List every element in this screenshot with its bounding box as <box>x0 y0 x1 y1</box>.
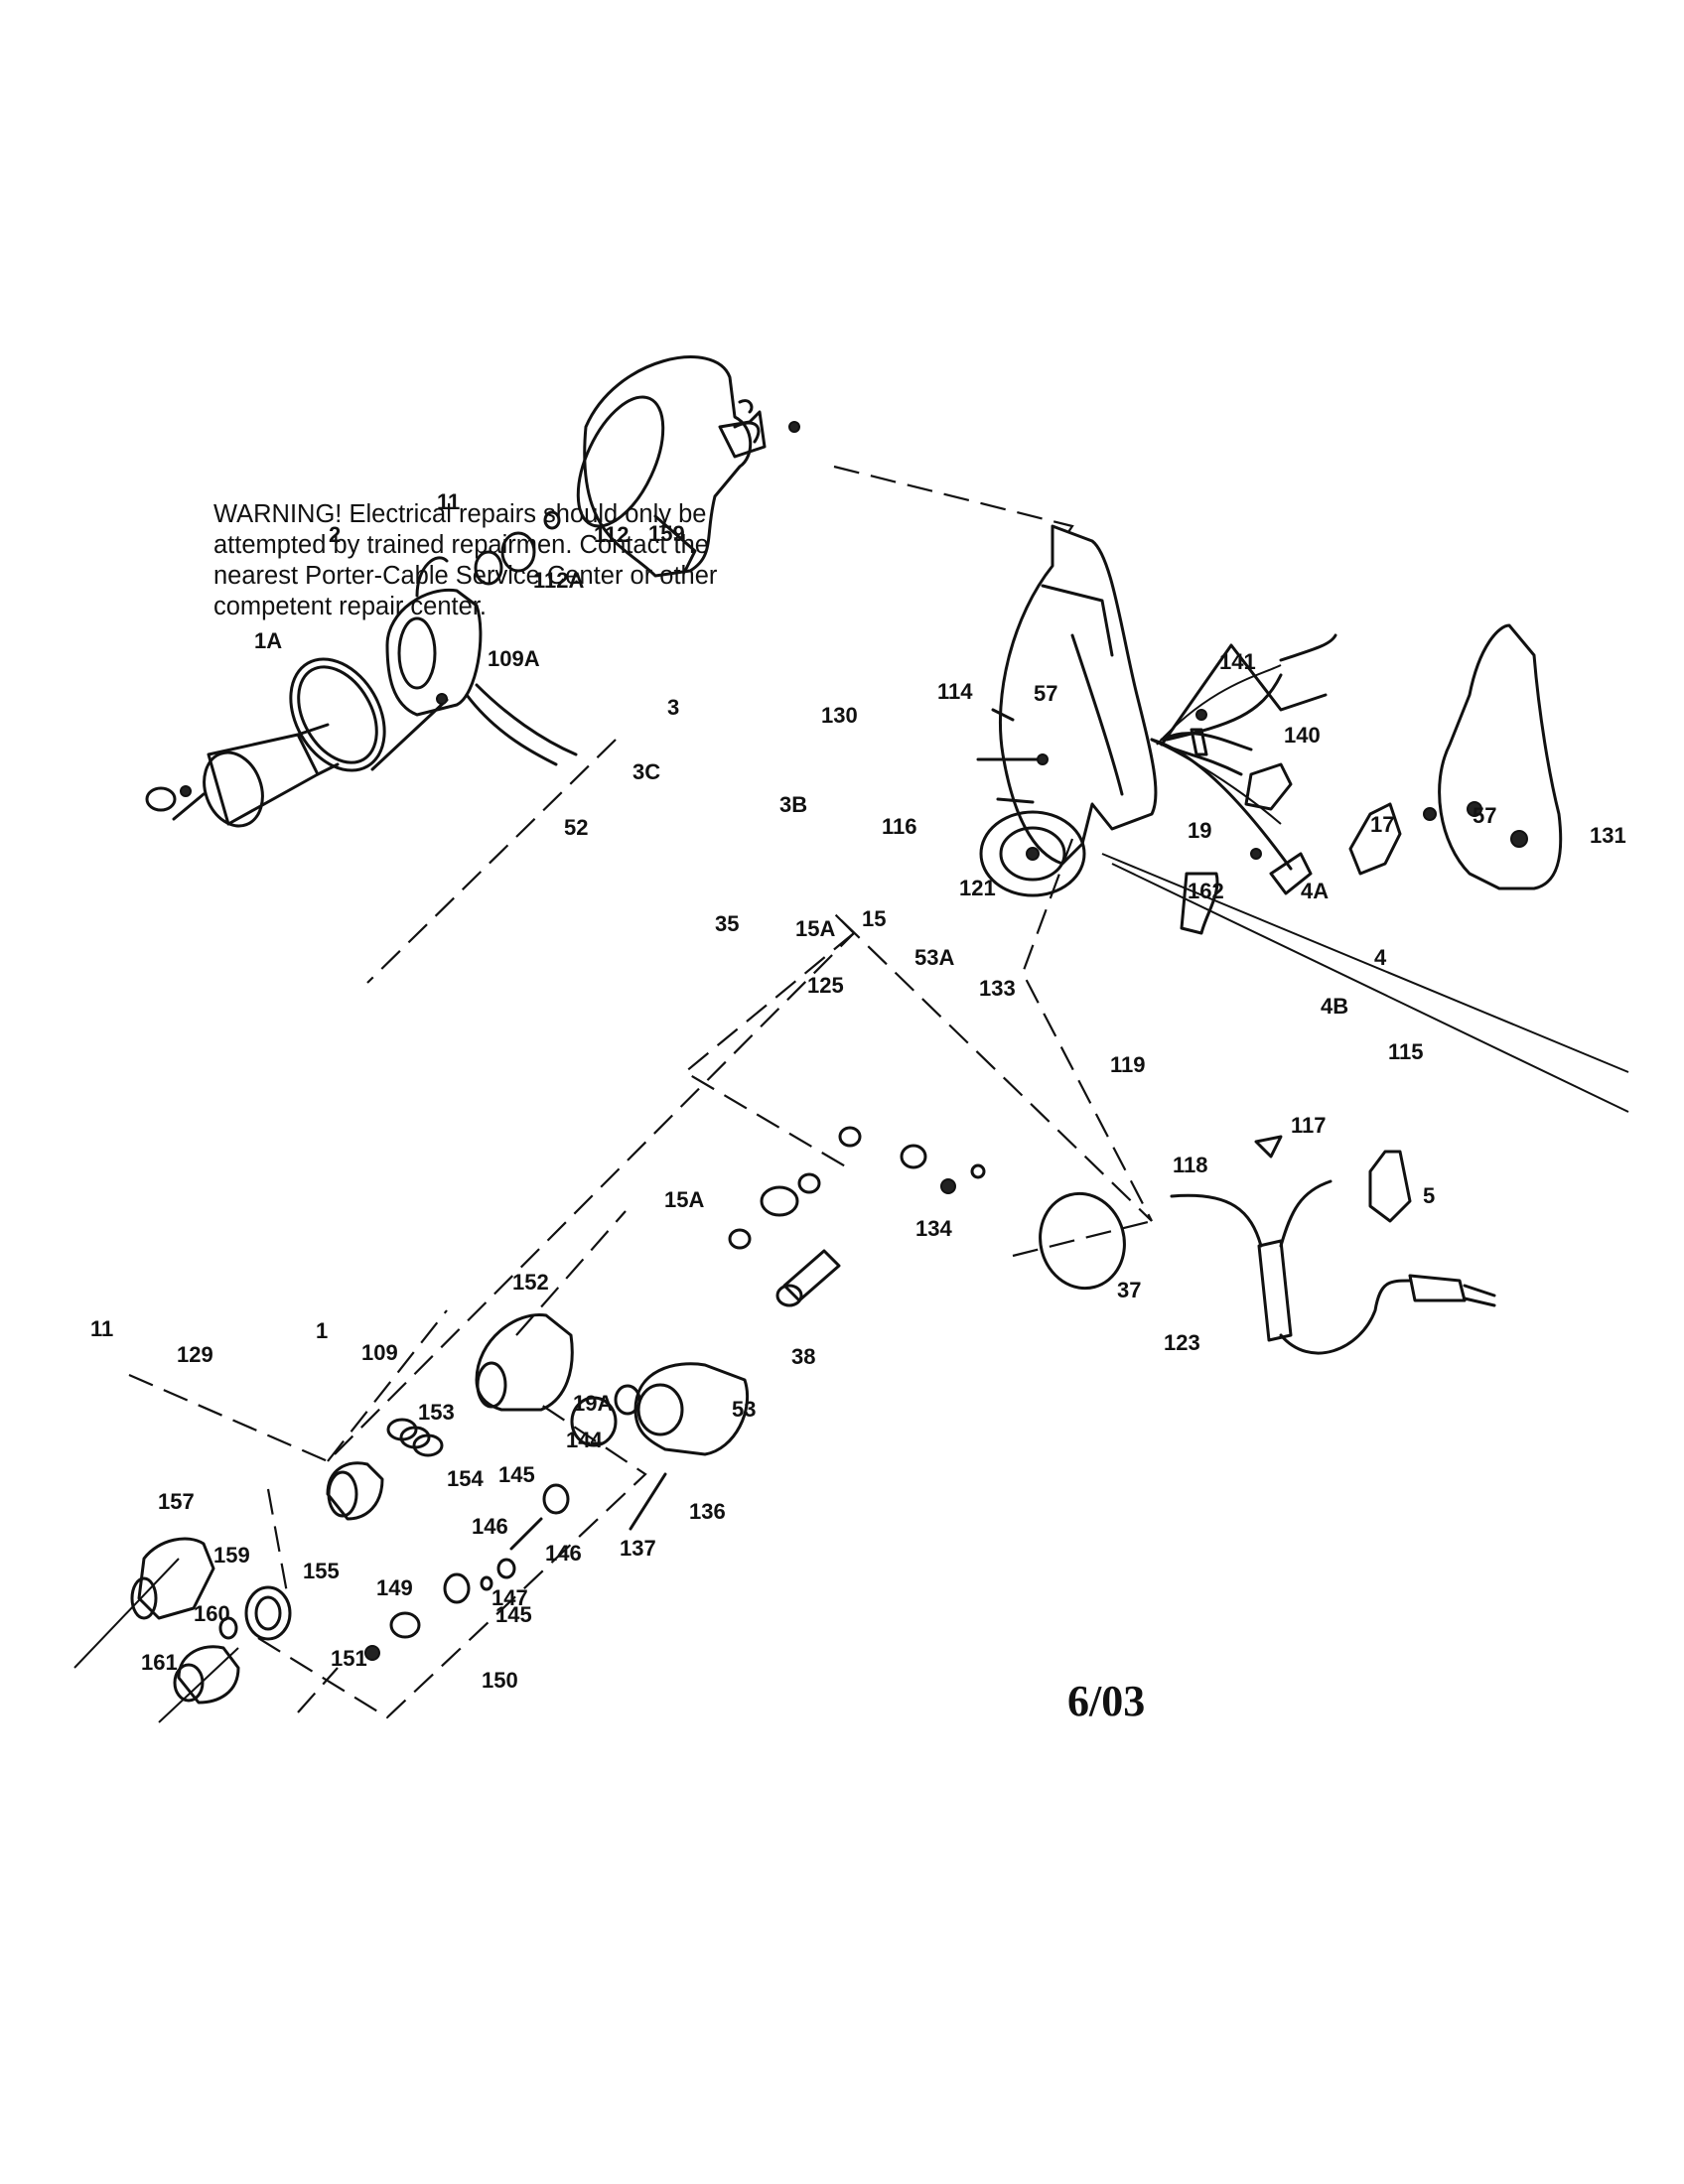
callout-label: 133 <box>979 976 1016 1001</box>
callout-label: 112 <box>594 522 630 547</box>
spring-154 <box>386 1418 444 1457</box>
callout-label: 129 <box>177 1342 213 1367</box>
callout-label: 153 <box>418 1400 455 1425</box>
callout-label: 15A <box>795 916 835 941</box>
callout-label: 140 <box>1284 723 1321 748</box>
callout-label: 4A <box>1301 879 1329 903</box>
callout-label: 145 <box>498 1462 535 1487</box>
collar-155 <box>326 1461 384 1521</box>
callout-label: 155 <box>303 1559 340 1583</box>
callout-label: 109 <box>361 1340 398 1365</box>
callout-label: 19 <box>1188 818 1211 843</box>
chuck-sleeve-157 <box>130 1537 215 1620</box>
callout-label: 136 <box>689 1499 726 1524</box>
callout-label: 119 <box>1110 1052 1146 1077</box>
callout-label: 160 <box>194 1601 230 1626</box>
callout-label: 3 <box>667 695 679 720</box>
callout-label: 57 <box>1034 681 1057 706</box>
gear-case-53 <box>570 1362 750 1456</box>
chuck-parts-159-161 <box>173 1585 292 1705</box>
callout-label: 117 <box>1291 1113 1327 1138</box>
brush-holder-3 <box>718 399 800 459</box>
callout-label: 11 <box>437 489 460 514</box>
callout-label: 53A <box>914 945 954 970</box>
callout-label: 4B <box>1321 994 1348 1019</box>
callout-label: 53 <box>732 1397 756 1422</box>
callout-label: 19A <box>573 1391 613 1416</box>
callout-label: 35 <box>715 911 739 936</box>
warning-notice: WARNING! Electrical repairs should only … <box>213 499 869 622</box>
callout-label: 112A <box>533 568 584 593</box>
callout-label: 161 <box>141 1650 178 1675</box>
callout-label: 159 <box>648 521 685 546</box>
callout-label: 121 <box>959 876 996 900</box>
assembly-guide-lines <box>73 465 1629 1723</box>
callout-label: 17 <box>1370 812 1394 837</box>
callout-label: 114 <box>937 679 973 704</box>
callout-label: 134 <box>915 1216 952 1241</box>
field-coil-2 <box>385 556 578 766</box>
callout-label: 137 <box>620 1536 656 1561</box>
callout-label: 157 <box>158 1489 195 1514</box>
callout-label: 141 <box>1219 649 1256 674</box>
callout-label: 3C <box>632 759 660 784</box>
callout-label: 154 <box>447 1466 484 1491</box>
armature-1 <box>172 723 340 828</box>
warning-line: nearest Porter-Cable Service Center or o… <box>213 562 718 590</box>
handle-housing-57-right <box>1438 623 1563 890</box>
screws-114-116-121 <box>976 708 1482 860</box>
clutch-housing-152 <box>475 1312 574 1412</box>
callout-label: 4 <box>1374 945 1387 970</box>
callout-label: 57 <box>1473 803 1496 828</box>
callout-label: 123 <box>1164 1330 1200 1355</box>
callout-label: 1 <box>316 1318 328 1343</box>
bearing-11-lower <box>145 785 192 812</box>
handle-housing-57-left <box>999 524 1158 866</box>
callout-label: 125 <box>807 973 844 998</box>
spindle-38 <box>775 1249 841 1307</box>
callout-label: 52 <box>564 815 588 840</box>
callout-label: 37 <box>1117 1278 1141 1302</box>
callout-label: 109A <box>488 646 540 671</box>
cord-and-plug <box>1150 732 1496 1355</box>
warning-line: competent repair center. <box>213 593 487 620</box>
callout-label: 11 <box>90 1316 113 1341</box>
callout-label: 151 <box>331 1646 367 1671</box>
callout-label: 159 <box>213 1543 250 1568</box>
callout-label: 149 <box>376 1575 413 1600</box>
warning-line: attempted by trained repairmen. Contact … <box>213 531 709 559</box>
callout-label: 116 <box>882 814 917 839</box>
screw-109 <box>370 693 449 771</box>
callout-label: 130 <box>821 703 858 728</box>
callout-label: 152 <box>512 1270 549 1295</box>
callout-label: 3B <box>779 792 807 817</box>
callout-label: 145 <box>495 1602 532 1627</box>
date-code: 6/03 <box>1067 1677 1146 1725</box>
callout-label: 15 <box>862 906 886 931</box>
bearing-11-upper <box>474 510 561 586</box>
callout-label: 118 <box>1173 1153 1208 1177</box>
callout-label: 115 <box>1388 1039 1424 1064</box>
callout-label: 38 <box>791 1344 815 1369</box>
callout-label: 162 <box>1188 879 1224 903</box>
callout-label: 150 <box>482 1668 518 1693</box>
callout-label: 15A <box>664 1187 704 1212</box>
callout-label: 146 <box>545 1541 582 1566</box>
callout-label: 144 <box>566 1428 603 1452</box>
callout-label: 147 <box>491 1585 528 1610</box>
callout-label: 2 <box>329 522 341 547</box>
gear-assembly-35 <box>728 1126 986 1250</box>
small-hardware-144-151 <box>364 1472 667 1661</box>
callout-label: 5 <box>1423 1183 1435 1208</box>
motor-housing-52 <box>576 355 753 578</box>
callout-label: 146 <box>472 1514 508 1539</box>
callout-label: 131 <box>1590 823 1626 848</box>
gear-case-cover-53A <box>979 810 1086 897</box>
retaining-ring-37 <box>1039 1191 1126 1291</box>
callout-label: 1A <box>254 628 282 653</box>
